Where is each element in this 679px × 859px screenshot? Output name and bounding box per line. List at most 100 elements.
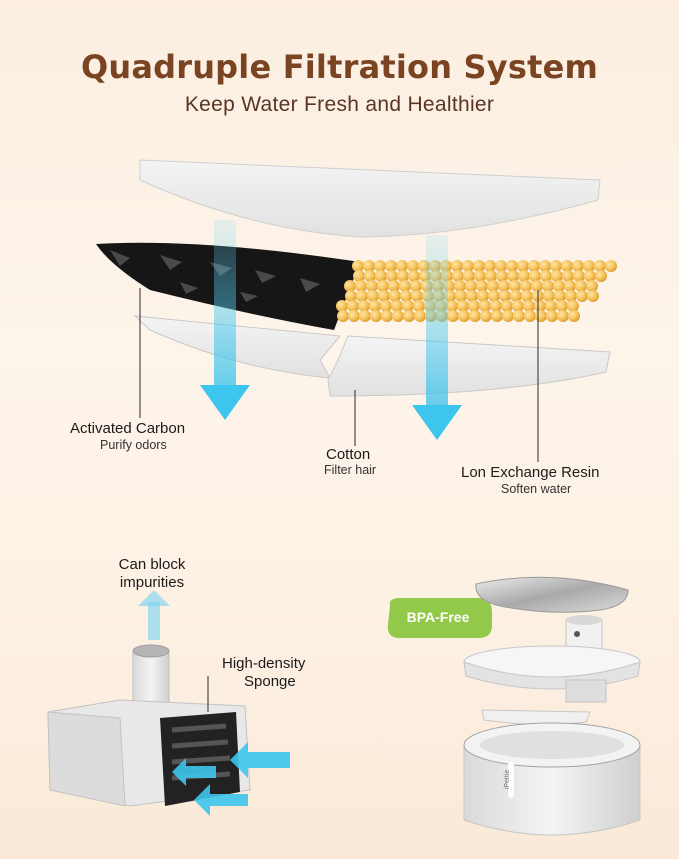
resin-bead [347, 300, 359, 312]
resin-bead [451, 260, 463, 272]
resin-bead [389, 290, 401, 302]
resin-bead [364, 270, 376, 282]
resin-bead [507, 270, 519, 282]
resin-bead [487, 280, 499, 292]
resin-bead [474, 270, 486, 282]
resin-bead [576, 290, 588, 302]
resin-bead [410, 280, 422, 292]
resin-bead [512, 300, 524, 312]
resin-bead [565, 290, 577, 302]
resin-bead [499, 290, 511, 302]
resin-bead [407, 260, 419, 272]
resin-bead [513, 310, 525, 322]
resin-bead [488, 290, 500, 302]
resin-bead [344, 280, 356, 292]
resin-bead [366, 280, 378, 292]
resin-bead [337, 310, 349, 322]
resin-bead [484, 260, 496, 272]
resin-bead [358, 300, 370, 312]
water-flow-arrow-right [412, 235, 462, 440]
resin-bead [502, 310, 514, 322]
resin-bead [501, 300, 513, 312]
resin-bead [473, 260, 485, 272]
resin-bead [380, 300, 392, 312]
resin-bead [378, 290, 390, 302]
resin-bead [583, 260, 595, 272]
resin-bead [573, 270, 585, 282]
resin-bead [381, 310, 393, 322]
resin-bead [595, 270, 607, 282]
resin-bead [396, 260, 408, 272]
resin-bead [518, 270, 530, 282]
resin-bead [408, 270, 420, 282]
bpa-free-badge-shape [387, 598, 492, 638]
resin-sublabel: Soften water [501, 482, 572, 496]
cotton-sublabel: Filter hair [324, 463, 377, 477]
resin-bead [556, 300, 568, 312]
resin-bead [572, 260, 584, 272]
resin-bead [520, 280, 532, 292]
resin-bead-layer [336, 260, 617, 322]
resin-bead [411, 290, 423, 302]
resin-bead [550, 260, 562, 272]
resin-bead [403, 310, 415, 322]
resin-bead [534, 300, 546, 312]
resin-bead [469, 310, 481, 322]
resin-bead [539, 260, 551, 272]
block-label-line2: impurities [119, 574, 185, 591]
resin-bead [531, 280, 543, 292]
resin-bead [336, 300, 348, 312]
resin-bead [400, 290, 412, 302]
carbon-label: Activated Carbon [70, 420, 186, 437]
resin-bead [446, 300, 458, 312]
resin-bead [562, 270, 574, 282]
resin-bead [557, 310, 569, 322]
block-label-line1: Can block [118, 556, 186, 573]
water-flow-arrow-left [200, 220, 250, 420]
resin-bead [359, 310, 371, 322]
resin-bead [352, 260, 364, 272]
resin-bead [495, 260, 507, 272]
resin-bead [356, 290, 368, 302]
resin-bead [517, 260, 529, 272]
resin-bead [485, 270, 497, 282]
resin-bead [496, 270, 508, 282]
resin-bead [587, 290, 599, 302]
pump-illustration [47, 590, 290, 816]
resin-bead [454, 280, 466, 292]
resin-bead [353, 270, 365, 282]
resin-bead [447, 310, 459, 322]
cotton-bottom-sheet [133, 315, 611, 397]
resin-bead [413, 300, 425, 312]
resin-bead [399, 280, 411, 292]
resin-bead [385, 260, 397, 272]
resin-bead [543, 290, 555, 302]
resin-bead [490, 300, 502, 312]
resin-bead [551, 270, 563, 282]
bpa-free-badge: BPA-Free [406, 609, 470, 625]
resin-bead [397, 270, 409, 282]
resin-bead [455, 290, 467, 302]
page-title: Quadruple Filtration System [80, 48, 599, 86]
resin-bead [491, 310, 503, 322]
resin-bead [521, 290, 533, 302]
resin-bead [564, 280, 576, 292]
resin-bead [458, 310, 470, 322]
resin-bead [369, 300, 381, 312]
resin-bead [506, 260, 518, 272]
resin-label: Lon Exchange Resin [461, 464, 600, 481]
resin-bead [402, 300, 414, 312]
resin-bead [466, 290, 478, 302]
resin-bead [561, 260, 573, 272]
page-subtitle: Keep Water Fresh and Healthier [184, 93, 495, 116]
resin-bead [535, 310, 547, 322]
resin-bead [605, 260, 617, 272]
resin-bead [388, 280, 400, 292]
resin-bead [377, 280, 389, 292]
resin-bead [370, 310, 382, 322]
cotton-top-sheet [139, 159, 601, 238]
brand-mark: iPettie [504, 769, 512, 790]
resin-bead [452, 270, 464, 282]
leader-lines [139, 288, 539, 462]
resin-bead [546, 310, 558, 322]
